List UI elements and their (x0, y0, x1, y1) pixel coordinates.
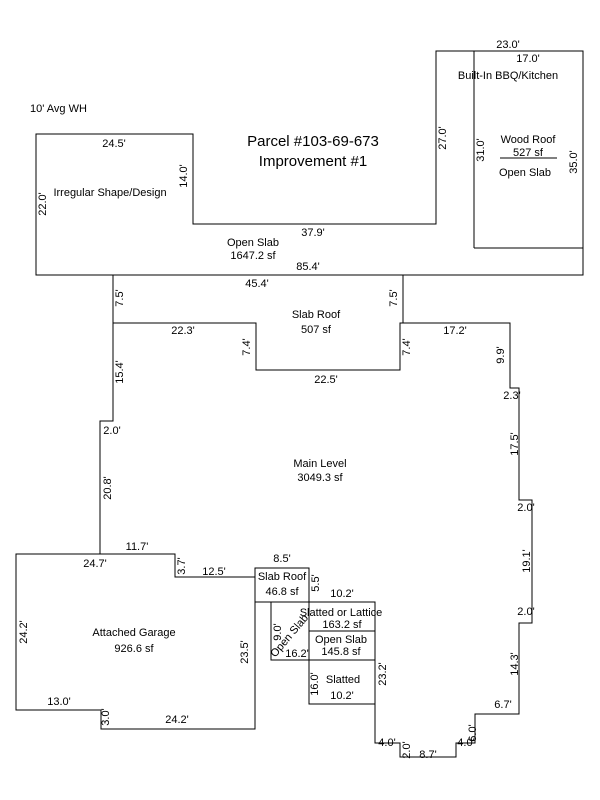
dim-35-0: 35.0' (568, 150, 580, 174)
dim-20-8: 20.8' (102, 476, 114, 500)
wall-height-note: 10' Avg WH (30, 103, 87, 115)
wood-roof-label: Wood Roof (501, 134, 557, 146)
dim-12-5: 12.5' (202, 566, 226, 578)
dim-17-0: 17.0' (516, 53, 540, 65)
dim-14-0: 14.0' (178, 164, 190, 188)
dim-7-5b: 7.5' (388, 289, 400, 306)
open-slab-outline (35, 50, 584, 276)
garage-label: Attached Garage (92, 627, 175, 639)
small-slab-roof-outline (254, 567, 310, 603)
main-level-area: 3049.3 sf (297, 472, 343, 484)
dim-24-7: 24.7' (83, 558, 107, 570)
dim-7-4a: 7.4' (241, 338, 253, 355)
dim-5-5: 5.5' (310, 574, 322, 591)
dim-9-0: 9.0' (272, 623, 284, 640)
open-slab-area: 1647.2 sf (230, 250, 276, 262)
open-slab-2-label: Open Slab (315, 634, 367, 646)
dim-24-2b: 24.2' (165, 714, 189, 726)
dim-22-0: 22.0' (37, 192, 49, 216)
bbq-open-slab-label: Open Slab (499, 167, 551, 179)
dim-17-2: 17.2' (443, 325, 467, 337)
dim-45-4: 45.4' (245, 278, 269, 290)
lattice-label: Slatted or Lattice (300, 607, 383, 619)
garage-outline (15, 553, 256, 730)
slab-roof-label: Slab Roof (292, 309, 341, 321)
garage-area: 926.6 sf (114, 643, 154, 655)
open-slab-diag-outline (270, 602, 309, 661)
dim-7-5a: 7.5' (114, 289, 126, 306)
improvement-label: Improvement #1 (259, 153, 367, 170)
dim-14-3: 14.3' (509, 652, 521, 676)
dim-24-5: 24.5' (102, 138, 126, 150)
dim-6-0: 6.0' (467, 724, 479, 741)
slatted-label: Slatted (326, 674, 360, 686)
lattice-area: 163.2 sf (322, 619, 362, 631)
dim-8-7: 8.7' (419, 749, 436, 761)
dim-2-0d: 2.0' (401, 741, 413, 758)
dim-11-7: 11.7' (126, 541, 149, 553)
dim-8-5: 8.5' (273, 553, 290, 565)
irregular-shape-label: Irregular Shape/Design (53, 187, 166, 199)
slab-roof-area: 507 sf (301, 324, 332, 336)
dim-15-4: 15.4' (114, 360, 126, 384)
dim-23-5: 23.5' (239, 640, 251, 664)
dim-31-0: 31.0' (475, 138, 487, 162)
dim-9-9: 9.9' (495, 346, 507, 363)
dim-7-4b: 7.4' (401, 338, 413, 355)
dim-19-1: 19.1' (521, 549, 533, 573)
dim-85-4: 85.4' (296, 261, 320, 273)
parcel-label: Parcel #103-69-673 (247, 133, 379, 150)
dim-3-7: 3.7' (176, 557, 188, 574)
slatted-outline (308, 659, 376, 705)
dim-16-2: 16.2' (285, 648, 309, 660)
dim-13-0: 13.0' (47, 696, 71, 708)
dim-2-0b: 2.0' (517, 502, 534, 514)
dim-17-5: 17.5' (509, 432, 521, 456)
dim-6-7: 6.7' (494, 699, 511, 711)
open-slab-label: Open Slab (227, 237, 279, 249)
small-slab-roof-area: 46.8 sf (265, 586, 299, 598)
main-level-label: Main Level (293, 458, 346, 470)
dim-10-2a: 10.2' (330, 588, 354, 600)
dim-37-9: 37.9' (301, 227, 325, 239)
bbq-label: Built-In BBQ/Kitchen (458, 70, 558, 82)
dim-3-0: 3.0' (100, 708, 112, 725)
dim-23-0: 23.0' (496, 39, 520, 51)
dim-2-3: 2.3' (503, 390, 520, 402)
dim-2-0c: 2.0' (517, 606, 534, 618)
dim-24-2: 24.2' (18, 620, 30, 644)
dim-22-5: 22.5' (314, 374, 338, 386)
dim-22-3: 22.3' (171, 325, 195, 337)
dim-10-2b: 10.2' (330, 690, 354, 702)
wood-roof-area: 527 sf (513, 147, 544, 159)
dim-23-2: 23.2' (377, 662, 389, 686)
dim-27-0: 27.0' (437, 126, 449, 150)
dim-4-0b: 4.0' (457, 737, 474, 749)
small-slab-roof-label: Slab Roof (258, 571, 307, 583)
dim-2-0a: 2.0' (103, 425, 120, 437)
dim-16-0: 16.0' (309, 672, 321, 696)
dim-4-0a: 4.0' (378, 737, 395, 749)
open-slab-2-area: 145.8 sf (321, 646, 361, 658)
